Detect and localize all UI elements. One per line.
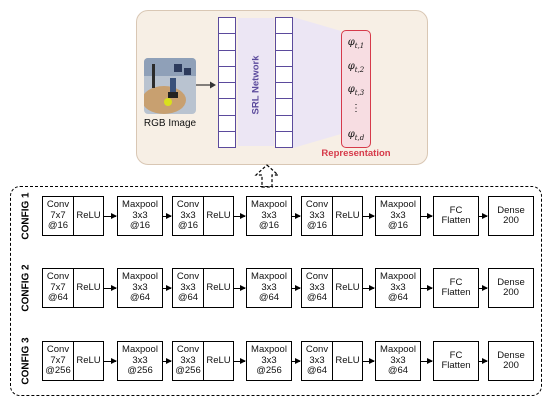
relu-cell: ReLU [202,342,233,380]
relu-cell: ReLU [72,197,103,235]
relu-cell: ReLU [202,269,233,307]
srl-network-label: SRL Network [250,55,262,115]
phi-1: φt,1 [347,37,365,50]
representation-vector: φt,1 φt,2 φt,3 ⋮ φt,d [341,30,371,148]
relu-cell: ReLU [331,197,362,235]
flow-arrow [104,285,117,291]
flow-arrow [104,213,117,219]
encoder-layer-left [218,17,236,148]
flow-arrow [292,213,301,219]
flow-arrow [234,213,246,219]
flow-arrow [292,285,301,291]
flow-arrow [479,213,488,219]
flow-arrow [292,358,301,364]
config-up-arrow-icon [254,164,280,188]
projection-funnel [293,17,341,148]
relu-cell: ReLU [331,342,362,380]
flow-arrow [363,285,375,291]
srl-network-band [238,18,274,146]
relu-cell: ReLU [331,269,362,307]
representation-label: Representation [321,148,391,159]
config-label: CONFIG 3 [20,337,32,385]
encoder-layer-right [275,17,293,148]
phi-ellipsis: ⋮ [351,103,361,114]
flow-arrow [104,358,117,364]
flow-arrow [421,213,433,219]
flow-arrow [363,358,375,364]
flow-arrow [163,358,172,364]
flow-arrow [421,358,433,364]
flow-arrow [421,285,433,291]
relu-cell: ReLU [72,342,103,380]
flow-arrow [479,285,488,291]
config-label: CONFIG 2 [20,264,32,312]
flow-arrow [234,358,246,364]
flow-arrow [363,213,375,219]
rgb-image-label: RGB Image [143,118,197,129]
phi-2: φt,2 [347,61,365,74]
flow-arrow [234,285,246,291]
flow-arrow [479,358,488,364]
flow-arrow [163,213,172,219]
input-arrow [196,81,216,89]
rgb-image-thumbnail [144,58,196,114]
relu-cell: ReLU [72,269,103,307]
config-label: CONFIG 1 [20,192,32,240]
flow-arrow [163,285,172,291]
relu-cell: ReLU [202,197,233,235]
phi-3: φt,3 [347,84,365,97]
config-frame [10,186,542,396]
phi-d: φt,d [347,129,365,142]
